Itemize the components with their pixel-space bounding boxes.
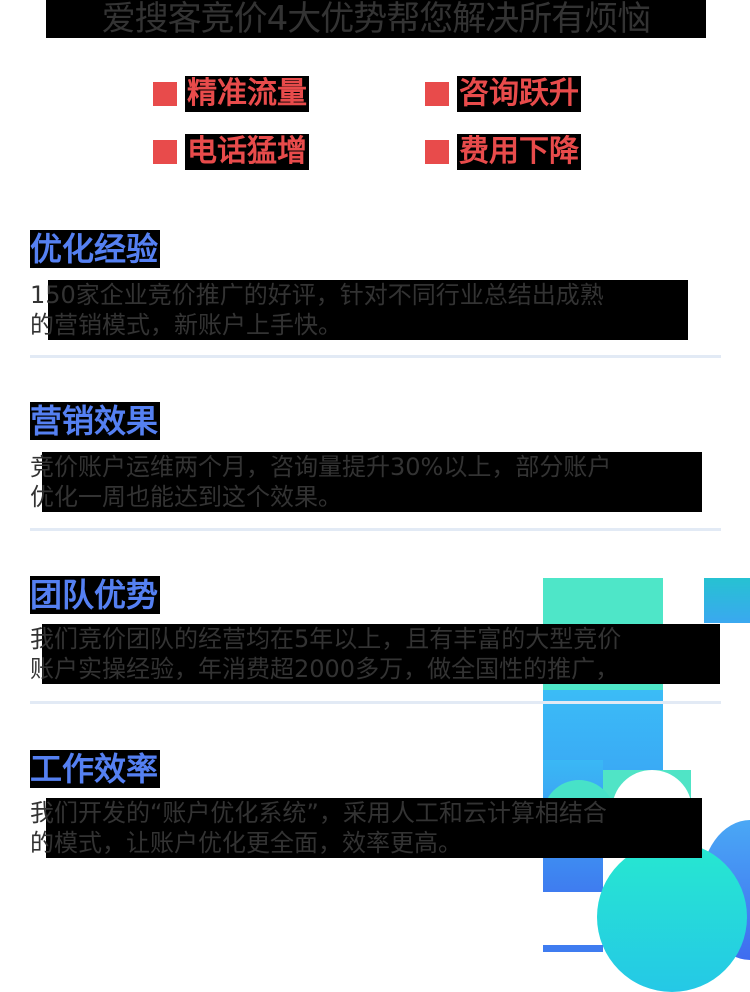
section-heading: 优化经验 [30, 230, 161, 268]
section-heading: 工作效率 [30, 750, 161, 788]
section-work-efficiency: 工作效率 我们开发的“账户优化系统”，采用人工和云计算相结合 的模式，让账户优化… [30, 750, 722, 858]
deco-small-square [704, 578, 750, 623]
body-line: 账户实操经验，年消费超2000多万，做全国性的推广， [30, 655, 620, 683]
section-optimization-experience: 优化经验 150家企业竞价推广的好评，针对不同行业总结出成熟 的营销模式，新账户… [30, 230, 722, 340]
red-square-icon [153, 140, 177, 164]
feature-label: 费用下降 [457, 134, 581, 170]
body-line: 竞价账户运维两个月，咨询量提升30%以上，部分账户 [30, 453, 612, 481]
body-line: 优化一周也能达到这个效果。 [30, 483, 342, 511]
body-line: 的营销模式，新账户上手快。 [30, 311, 342, 339]
red-square-icon [425, 82, 449, 106]
red-square-icon [425, 140, 449, 164]
section-body: 我们开发的“账户优化系统”，采用人工和云计算相结合 的模式，让账户优化更全面，效… [30, 798, 722, 858]
body-line: 150家企业竞价推广的好评，针对不同行业总结出成熟 [30, 281, 604, 309]
deco-teal-circle-large [597, 842, 747, 992]
section-marketing-effect: 营销效果 竞价账户运维两个月，咨询量提升30%以上，部分账户 优化一周也能达到这… [30, 402, 722, 512]
page-title: 爱搜客竞价4大优势帮您解决所有烦恼 [46, 0, 706, 38]
body-line: 我们竞价团队的经营均在5年以上，且有丰富的大型竞价 [30, 625, 622, 653]
feature-item: 电话猛增 [153, 134, 309, 170]
feature-label: 咨询跃升 [457, 76, 581, 112]
deco-bottom-strip [543, 945, 603, 952]
section-body: 竞价账户运维两个月，咨询量提升30%以上，部分账户 优化一周也能达到这个效果。 [30, 452, 722, 512]
section-heading: 营销效果 [30, 402, 161, 440]
divider [30, 701, 721, 704]
section-team-advantage: 团队优势 我们竞价团队的经营均在5年以上，且有丰富的大型竞价 账户实操经验，年消… [30, 576, 722, 684]
body-line: 我们开发的“账户优化系统”，采用人工和云计算相结合 [30, 799, 607, 827]
feature-item: 咨询跃升 [425, 76, 581, 112]
feature-label: 精准流量 [185, 76, 309, 112]
section-heading: 团队优势 [30, 576, 161, 614]
section-body: 我们竞价团队的经营均在5年以上，且有丰富的大型竞价 账户实操经验，年消费超200… [30, 624, 722, 684]
feature-item: 费用下降 [425, 134, 581, 170]
feature-label: 电话猛增 [185, 134, 309, 170]
body-line: 的模式，让账户优化更全面，效率更高。 [30, 829, 462, 857]
divider [30, 355, 721, 358]
feature-item: 精准流量 [153, 76, 309, 112]
divider [30, 528, 721, 531]
section-body: 150家企业竞价推广的好评，针对不同行业总结出成熟 的营销模式，新账户上手快。 [30, 280, 722, 340]
red-square-icon [153, 82, 177, 106]
